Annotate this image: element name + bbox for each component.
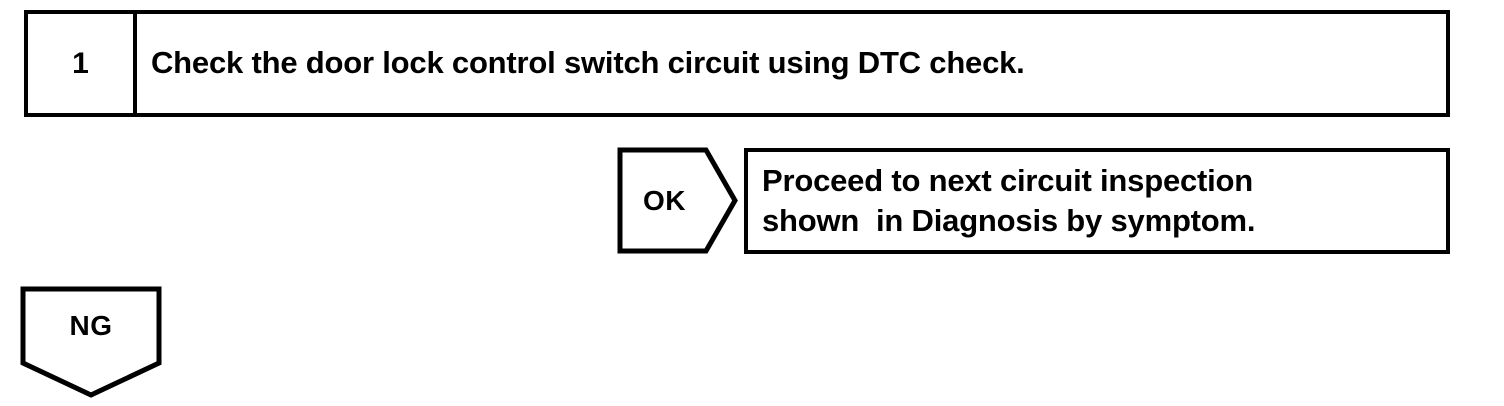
- ok-branch-arrow-icon: [617, 147, 738, 254]
- step-number-cell: 1: [28, 14, 137, 113]
- ok-branch-label: OK: [643, 184, 686, 216]
- ng-branch-label-wrap: NG: [20, 286, 162, 366]
- step-number-label: 1: [72, 46, 89, 80]
- ng-branch-label: NG: [69, 310, 113, 341]
- step-row-1: 1 Check the door lock control switch cir…: [24, 10, 1450, 117]
- step-instruction-label: Check the door lock control switch circu…: [151, 45, 1025, 81]
- ng-branch-arrow-icon: [20, 286, 162, 398]
- ok-result-line-1: Proceed to next circuit inspection: [762, 163, 1254, 199]
- ok-result-box: Proceed to next circuit inspection shown…: [744, 148, 1450, 254]
- ok-branch-label-wrap: OK: [617, 147, 712, 254]
- ok-result-line-2: shown in Diagnosis by symptom.: [762, 203, 1256, 238]
- step-instruction-cell: Check the door lock control switch circu…: [137, 14, 1446, 113]
